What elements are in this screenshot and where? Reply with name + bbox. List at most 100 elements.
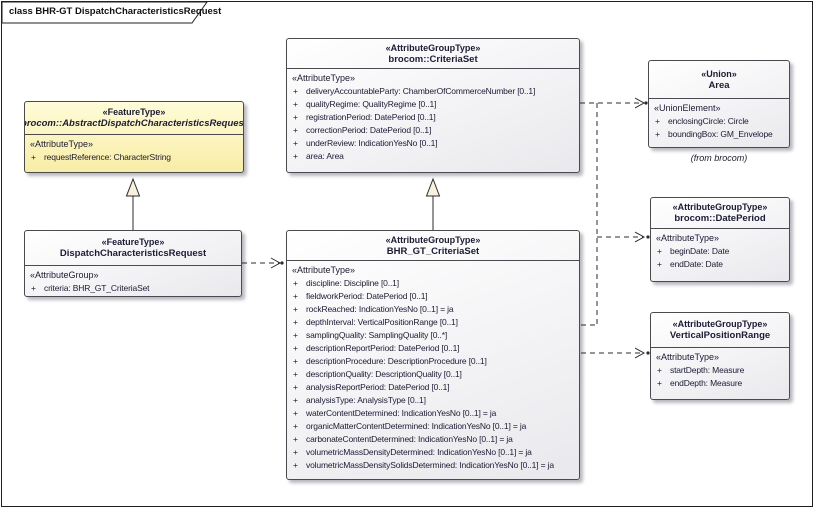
attribute-row: + analysisType: AnalysisType [0..1]	[292, 394, 577, 407]
visibility-marker: +	[293, 304, 298, 314]
attribute-row: +waterContentDetermined: IndicationYesNo…	[292, 407, 577, 420]
attribute-row: +volumetricMassDensitySolidsDetermined: …	[292, 459, 577, 472]
class-name: DispatchCharacteristicsRequest	[59, 248, 207, 259]
attribute-list: + enclosingCircle: Circle +boundingBox: GM…	[654, 115, 787, 141]
attribute-text: endDepth: Measure	[670, 378, 743, 388]
class-name: brocom::AbstractDispatchCharacteristicsR…	[24, 118, 244, 129]
attribute-row: + startDepth: Measure	[656, 364, 787, 377]
attribute-list: + deliveryAccountableParty: ChamberOfComm…	[292, 85, 577, 163]
attribute-row: +boundingBox: GM_Envelope	[654, 128, 787, 141]
visibility-marker: +	[293, 356, 298, 366]
stereotype-label: «FeatureType»	[102, 107, 166, 117]
attribute-text: discipline: Discipline [0..1]	[306, 278, 399, 288]
attribute-text: analysisReportPeriod: DatePeriod [0..1]	[306, 382, 450, 392]
attribute-row: +qualityRegime: QualityRegime [0..1]	[292, 98, 577, 111]
attribute-row: +area: Area	[292, 150, 577, 163]
attribute-text: boundingBox: GM_Envelope	[668, 129, 773, 139]
class-header: «AttributeGroupType» VerticalPositionRan…	[651, 313, 789, 348]
attribute-text: requestReference: CharacterString	[44, 152, 171, 162]
visibility-marker: +	[31, 283, 36, 293]
class-header: «FeatureType» brocom::AbstractDispatchCh…	[25, 102, 243, 135]
attribute-text: criteria: BHR_GT_CriteriaSet	[44, 283, 150, 293]
attributes-compartment: «AttributeType» +discipline: Discipline …	[287, 261, 579, 474]
attribute-row: + analysisReportPeriod: DatePeriod [0..1]	[292, 381, 577, 394]
attributes-compartment: «AttributeType» +startDepth: Measure+end…	[651, 348, 789, 392]
attribute-row: + rockReached: IndicationYesNo [0..1] = j…	[292, 303, 577, 316]
attribute-text: startDepth: Measure	[670, 365, 745, 375]
class-abstract-dispatch-characteristics-request[interactable]: «FeatureType» brocom::AbstractDispatchCh…	[24, 101, 244, 173]
visibility-marker: +	[657, 378, 662, 388]
attribute-text: registrationPeriod: DatePeriod [0..1]	[306, 112, 436, 122]
attribute-text: rockReached: IndicationYesNo [0..1] = ja	[306, 304, 454, 314]
visibility-marker: +	[293, 330, 298, 340]
attribute-text: analysisType: AnalysisType [0..1]	[306, 395, 426, 405]
dependency-bhrgt-to-verticalpositionrange	[581, 347, 650, 359]
area-origin-note: (from brocom)	[690, 153, 748, 163]
dependency-criteriaset-to-area	[580, 97, 648, 109]
attributes-compartment: «AttributeType» +beginDate: Date+endDate…	[651, 229, 789, 273]
stereotype-label: «AttributeGroupType»	[385, 234, 481, 245]
visibility-marker: +	[293, 151, 298, 161]
class-brocom-dateperiod[interactable]: «AttributeGroupType» brocom::DatePeriod …	[650, 197, 790, 282]
attribute-row: + descriptionQuality: DescriptionQuality …	[292, 368, 577, 381]
class-header: «AttributeGroupType» brocom::DatePeriod	[651, 198, 789, 229]
attribute-text: descriptionQuality: DescriptionQuality […	[306, 369, 462, 379]
visibility-marker: +	[293, 343, 298, 353]
attribute-row: +endDate: Date	[656, 258, 787, 271]
attribute-row: + endDepth: Measure	[656, 377, 787, 390]
visibility-marker: +	[31, 152, 36, 162]
attribute-row: + volumetricMassDensityDetermined: Indica…	[292, 446, 577, 459]
attribute-row: + discipline: Discipline [0..1]	[292, 277, 577, 290]
attribute-row: +beginDate: Date	[656, 245, 787, 258]
attribute-list: + startDepth: Measure + endDepth: Measure	[656, 364, 787, 390]
attribute-list: + requestReference: CharacterString	[30, 151, 241, 164]
attribute-row: + deliveryAccountableParty: ChamberOfComm…	[292, 85, 577, 98]
attribute-text: beginDate: Date	[670, 246, 730, 256]
visibility-marker: +	[293, 317, 298, 327]
attribute-row: + registrationPeriod: DatePeriod [0..1]	[292, 111, 577, 124]
visibility-marker: +	[293, 278, 298, 288]
visibility-marker: +	[657, 365, 662, 375]
compartment-stereotype: «AttributeType»	[30, 139, 94, 149]
attribute-row: + enclosingCircle: Circle	[654, 115, 787, 128]
attribute-row: + depthInterval: VerticalPositionRange [0…	[292, 316, 577, 329]
visibility-marker: +	[293, 369, 298, 379]
class-brocom-criteriaset[interactable]: «AttributeGroupType» brocom::CriteriaSet…	[286, 38, 580, 173]
class-dispatch-characteristics-request[interactable]: «FeatureType» DispatchCharacteristicsReq…	[24, 230, 242, 297]
visibility-marker: +	[293, 460, 298, 470]
class-name: brocom::DatePeriod	[674, 213, 766, 224]
attribute-text: endDate: Date	[670, 259, 723, 269]
stereotype-label: «AttributeGroupType»	[672, 319, 768, 329]
stereotype-label: «FeatureType»	[101, 237, 165, 247]
diagram-title-tab: class BHR-GT DispatchCharacteristicsRequ…	[1, 1, 221, 26]
class-area-union[interactable]: «Union» Area «UnionElement» +enclosingCi…	[648, 60, 790, 148]
class-name: brocom::CriteriaSet	[388, 53, 478, 65]
attribute-text: underReview: IndicationYesNo [0..1]	[306, 138, 438, 148]
visibility-marker: +	[293, 434, 298, 444]
visibility-marker: +	[293, 421, 298, 431]
dependency-dispatch-to-bhrgt	[242, 257, 284, 269]
attribute-text: depthInterval: VerticalPositionRange [0.…	[306, 317, 458, 327]
class-bhr-gt-criteriaset[interactable]: «AttributeGroupType» BHR_GT_CriteriaSet …	[286, 230, 580, 480]
visibility-marker: +	[655, 116, 660, 126]
visibility-marker: +	[293, 382, 298, 392]
attribute-text: volumetricMassDensityDetermined: Indicat…	[306, 447, 532, 457]
attributes-compartment: «AttributeType» +deliveryAccountablePart…	[287, 69, 579, 165]
visibility-marker: +	[293, 112, 298, 122]
class-vertical-position-range[interactable]: «AttributeGroupType» VerticalPositionRan…	[650, 312, 790, 400]
visibility-marker: +	[293, 86, 298, 96]
attribute-row: +organicMatterContentDetermined: Indicat…	[292, 420, 577, 433]
visibility-marker: +	[293, 138, 298, 148]
attribute-text: waterContentDetermined: IndicationYesNo …	[306, 408, 497, 418]
attribute-row: +descriptionProcedure: DescriptionProced…	[292, 355, 577, 368]
attribute-row: + requestReference: CharacterString	[30, 151, 241, 164]
attribute-row: +correctionPeriod: DatePeriod [0..1]	[292, 124, 577, 137]
attribute-text: enclosingCircle: Circle	[668, 116, 749, 126]
visibility-marker: +	[293, 447, 298, 457]
visibility-marker: +	[293, 395, 298, 405]
attribute-text: deliveryAccountableParty: ChamberOfComme…	[306, 86, 536, 96]
attribute-list: +beginDate: Date+endDate: Date	[656, 245, 787, 271]
diagram-title: class BHR-GT DispatchCharacteristicsRequ…	[9, 6, 222, 17]
compartment-stereotype: «AttributeType»	[656, 233, 720, 243]
